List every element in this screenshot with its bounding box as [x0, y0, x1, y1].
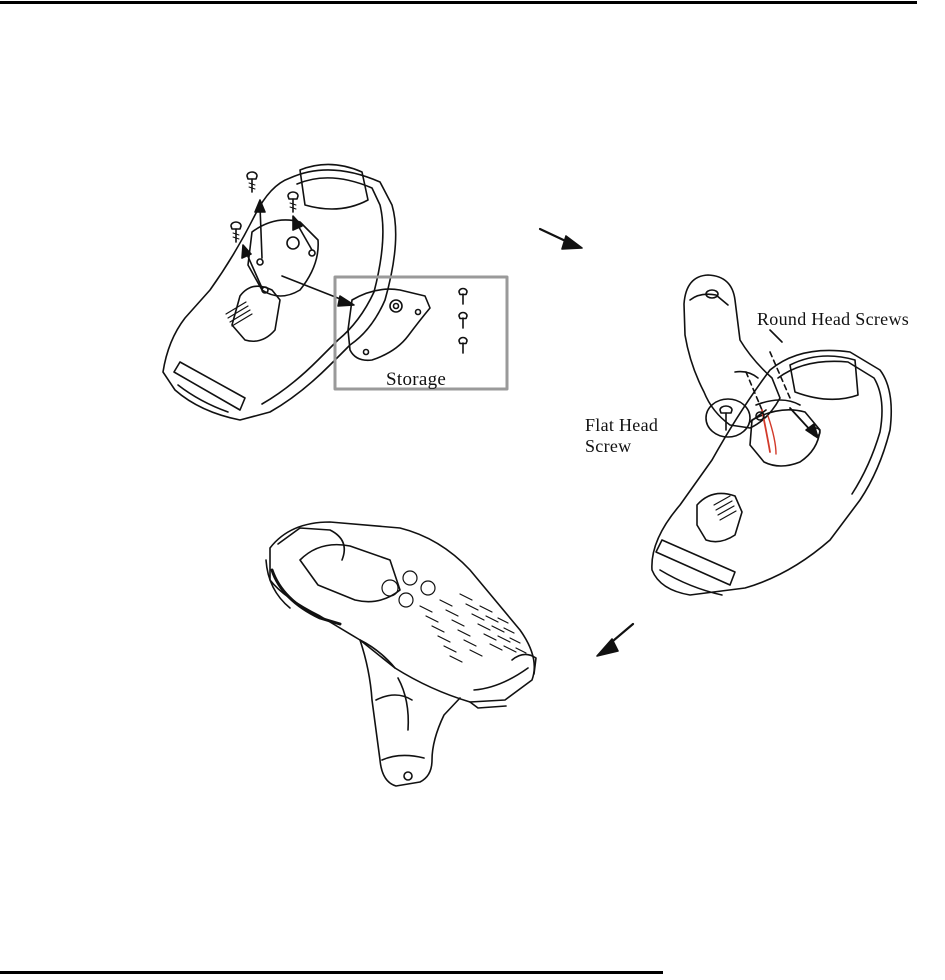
round-head-screws-label: Round Head Screws: [757, 309, 909, 330]
screw-icon: [288, 192, 298, 212]
terminal-back-step2: [652, 350, 891, 595]
screw-icon: [247, 172, 257, 192]
removal-arrows: [242, 200, 354, 306]
screw-icon: [459, 289, 467, 305]
mount-plate: [248, 220, 318, 296]
pistol-grip-assembled: [360, 640, 460, 786]
arrow-left-down-icon: [597, 624, 633, 656]
screw-icon: [459, 338, 467, 354]
pistol-grip-handle: [684, 275, 800, 454]
arrow-right-down-icon: [540, 229, 582, 249]
keypad: [382, 571, 526, 662]
battery-latch: [697, 493, 742, 541]
flat-head-screw-label-line1: Flat Head: [585, 415, 658, 436]
terminal-back-step1: [163, 164, 396, 420]
flat-head-screw-label: Flat Head Screw: [585, 415, 658, 457]
screw-icon: [459, 313, 467, 328]
screen: [300, 545, 400, 602]
flat-head-screw-label-line2: Screw: [585, 436, 658, 457]
screw-icon: [231, 222, 241, 242]
storage-label: Storage: [386, 369, 446, 390]
terminal-assembled: [266, 522, 536, 708]
